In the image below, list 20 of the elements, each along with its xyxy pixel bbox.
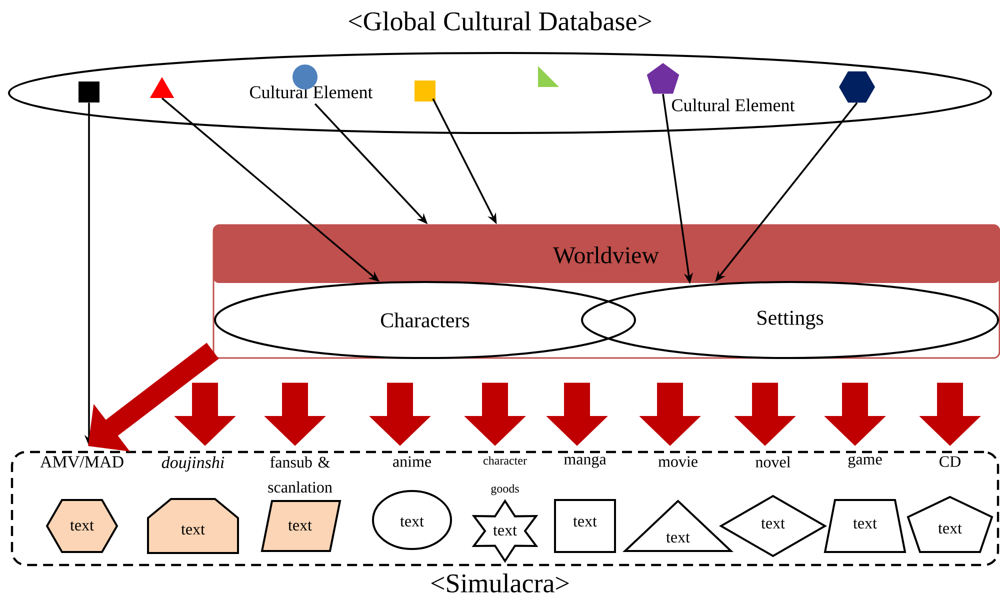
triangle-marker — [150, 77, 174, 98]
item-label: game — [848, 456, 882, 468]
item-label: anime — [393, 456, 431, 467]
item-label: character goods — [483, 456, 527, 496]
node-label: <Global Cultural Database> — [348, 11, 652, 31]
item-label: manga — [564, 456, 606, 468]
item-label: fansub & scanlation — [268, 456, 332, 493]
item-label: movie — [658, 456, 698, 467]
square-marker — [414, 80, 436, 102]
triangle-marker — [538, 66, 559, 87]
item-label: AMV/MAD — [40, 456, 124, 468]
pentagon-marker — [646, 63, 680, 94]
element-label: Cultural Element — [250, 86, 373, 98]
item-label: doujinshi — [162, 456, 224, 472]
item-label: novel — [756, 456, 790, 468]
element-label: Cultural Element — [672, 98, 795, 112]
simulacra-title: <Simulacra> — [431, 574, 569, 592]
item-label: CD — [940, 456, 960, 467]
square-marker — [78, 82, 100, 102]
hexagon-marker — [839, 71, 875, 103]
